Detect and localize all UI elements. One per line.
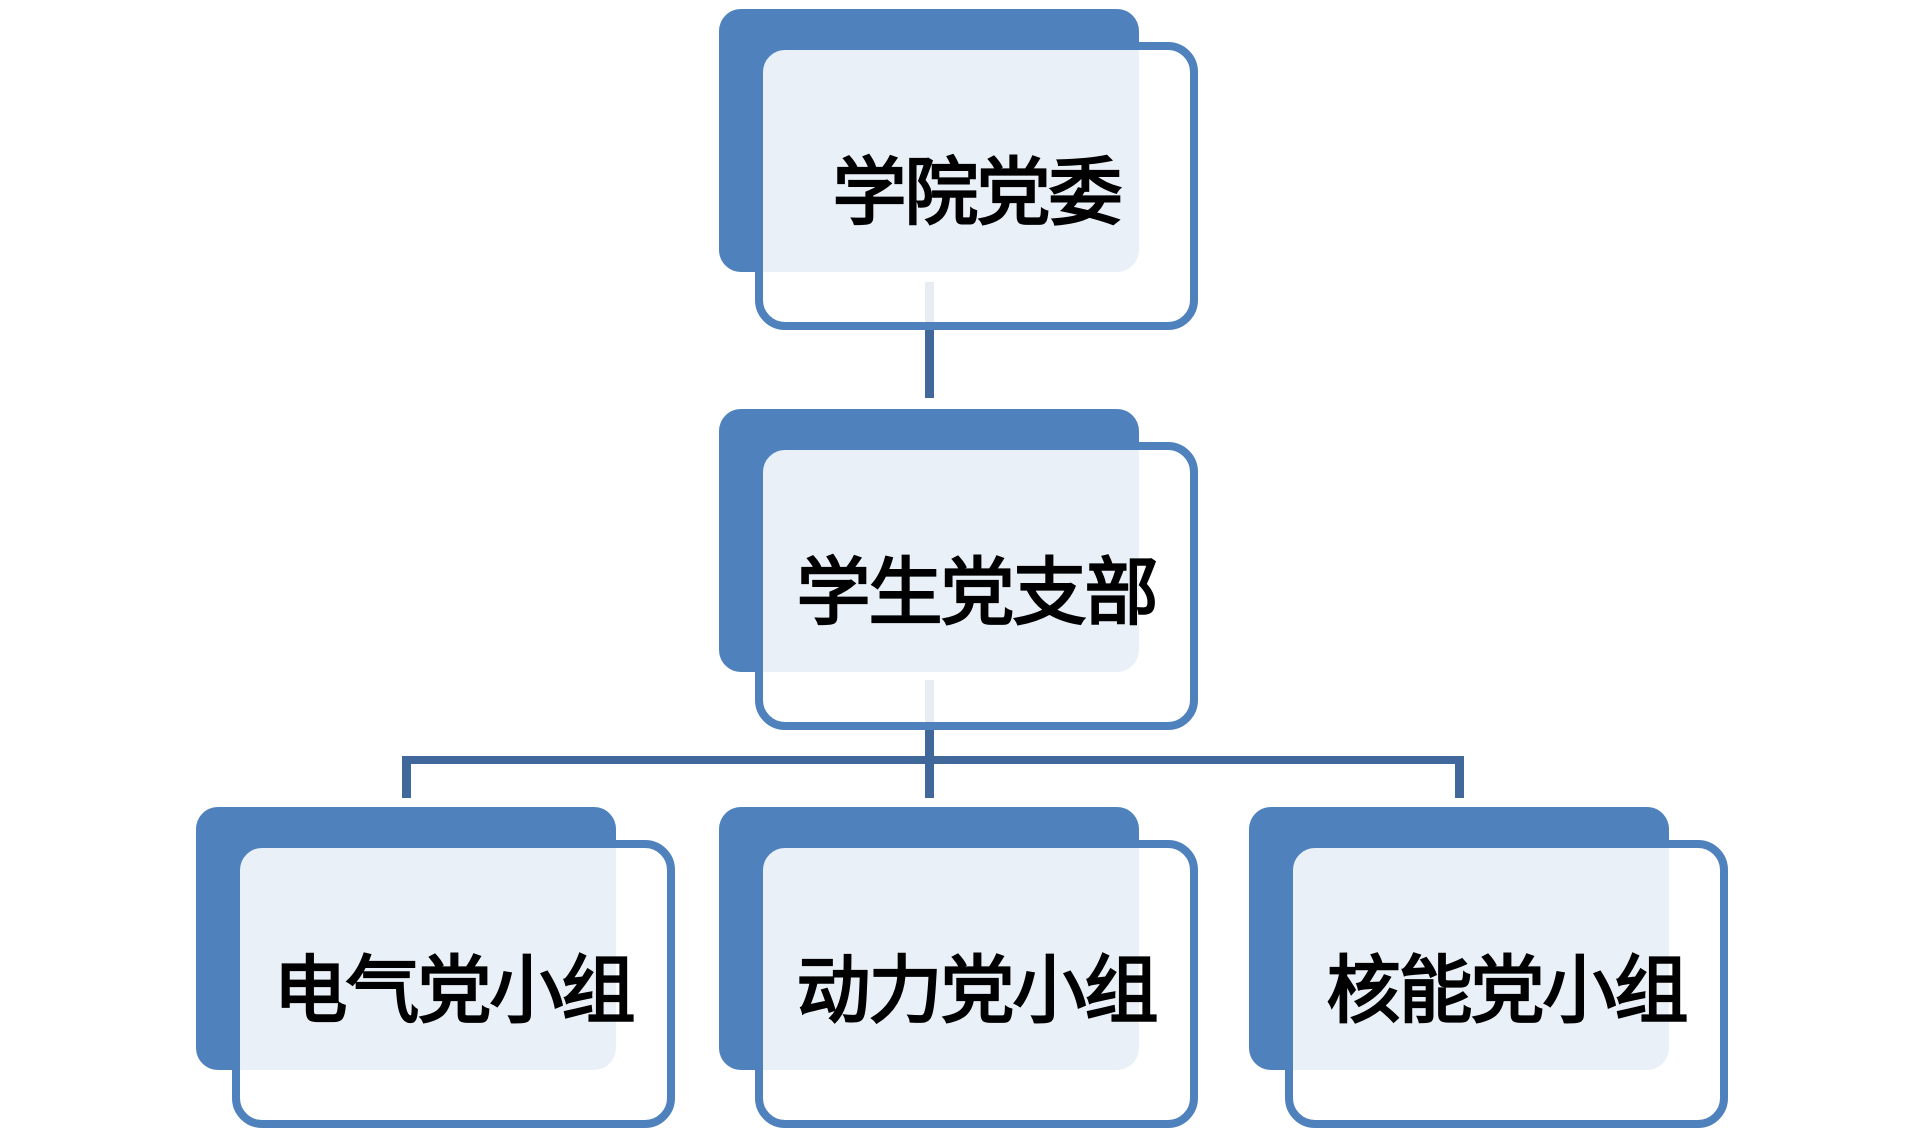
node-nuclear-group[interactable]: 核能党小组 bbox=[1249, 807, 1728, 1128]
node-label: 学生党支部 bbox=[796, 549, 1159, 636]
connector-right-group bbox=[1455, 756, 1464, 798]
node-box: 电气党小组 bbox=[232, 840, 675, 1128]
node-power-group[interactable]: 动力党小组 bbox=[719, 807, 1198, 1128]
connector-branch-down bbox=[925, 680, 934, 798]
node-label: 学院党委 bbox=[832, 149, 1123, 236]
connector-root-branch bbox=[925, 282, 934, 398]
node-electrical-group[interactable]: 电气党小组 bbox=[196, 807, 675, 1128]
node-box: 学院党委 bbox=[755, 42, 1198, 330]
node-label: 电气党小组 bbox=[273, 947, 636, 1034]
node-student-branch[interactable]: 学生党支部 bbox=[719, 409, 1198, 730]
node-box: 动力党小组 bbox=[755, 840, 1198, 1128]
node-box: 核能党小组 bbox=[1285, 840, 1728, 1128]
node-label: 动力党小组 bbox=[796, 947, 1159, 1034]
connector-left-group bbox=[402, 756, 411, 798]
node-college-committee[interactable]: 学院党委 bbox=[719, 9, 1198, 330]
connector-horizontal bbox=[402, 756, 1464, 764]
node-box: 学生党支部 bbox=[755, 442, 1198, 730]
node-label: 核能党小组 bbox=[1326, 947, 1689, 1034]
